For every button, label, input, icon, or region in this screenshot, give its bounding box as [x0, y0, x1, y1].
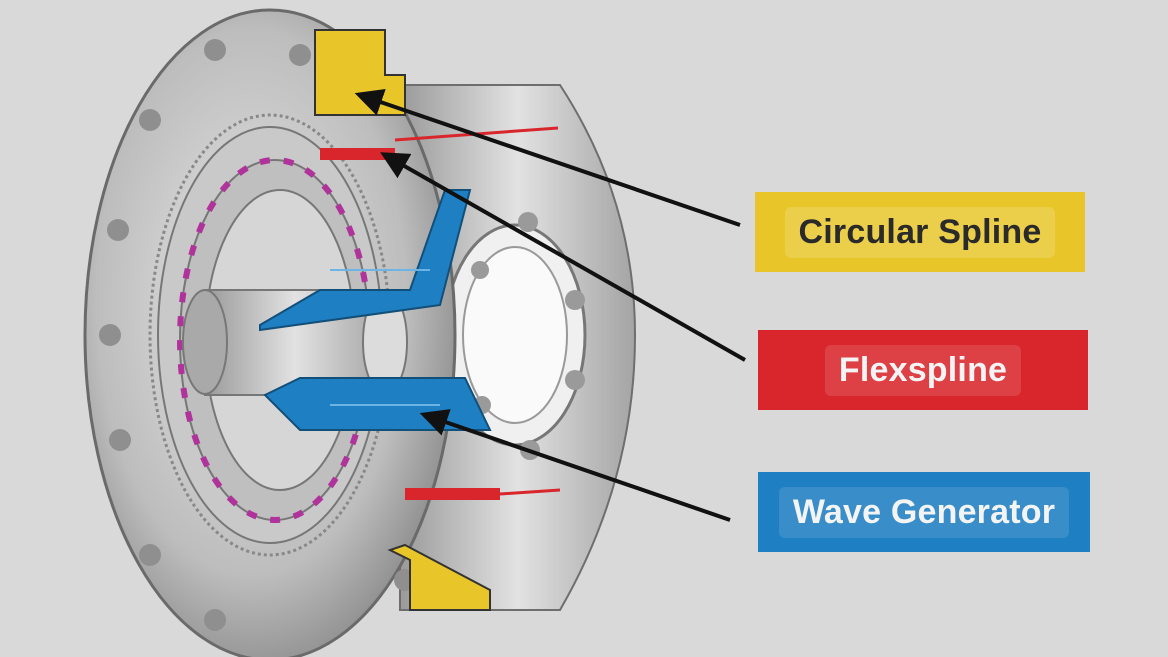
label-flexspline-text: Flexspline — [825, 345, 1021, 396]
label-flexspline: Flexspline — [758, 330, 1088, 410]
label-wave-generator-text: Wave Generator — [779, 487, 1069, 538]
label-wave-generator: Wave Generator — [758, 472, 1090, 552]
label-circular-spline: Circular Spline — [755, 192, 1085, 272]
label-circular-spline-text: Circular Spline — [785, 207, 1056, 258]
